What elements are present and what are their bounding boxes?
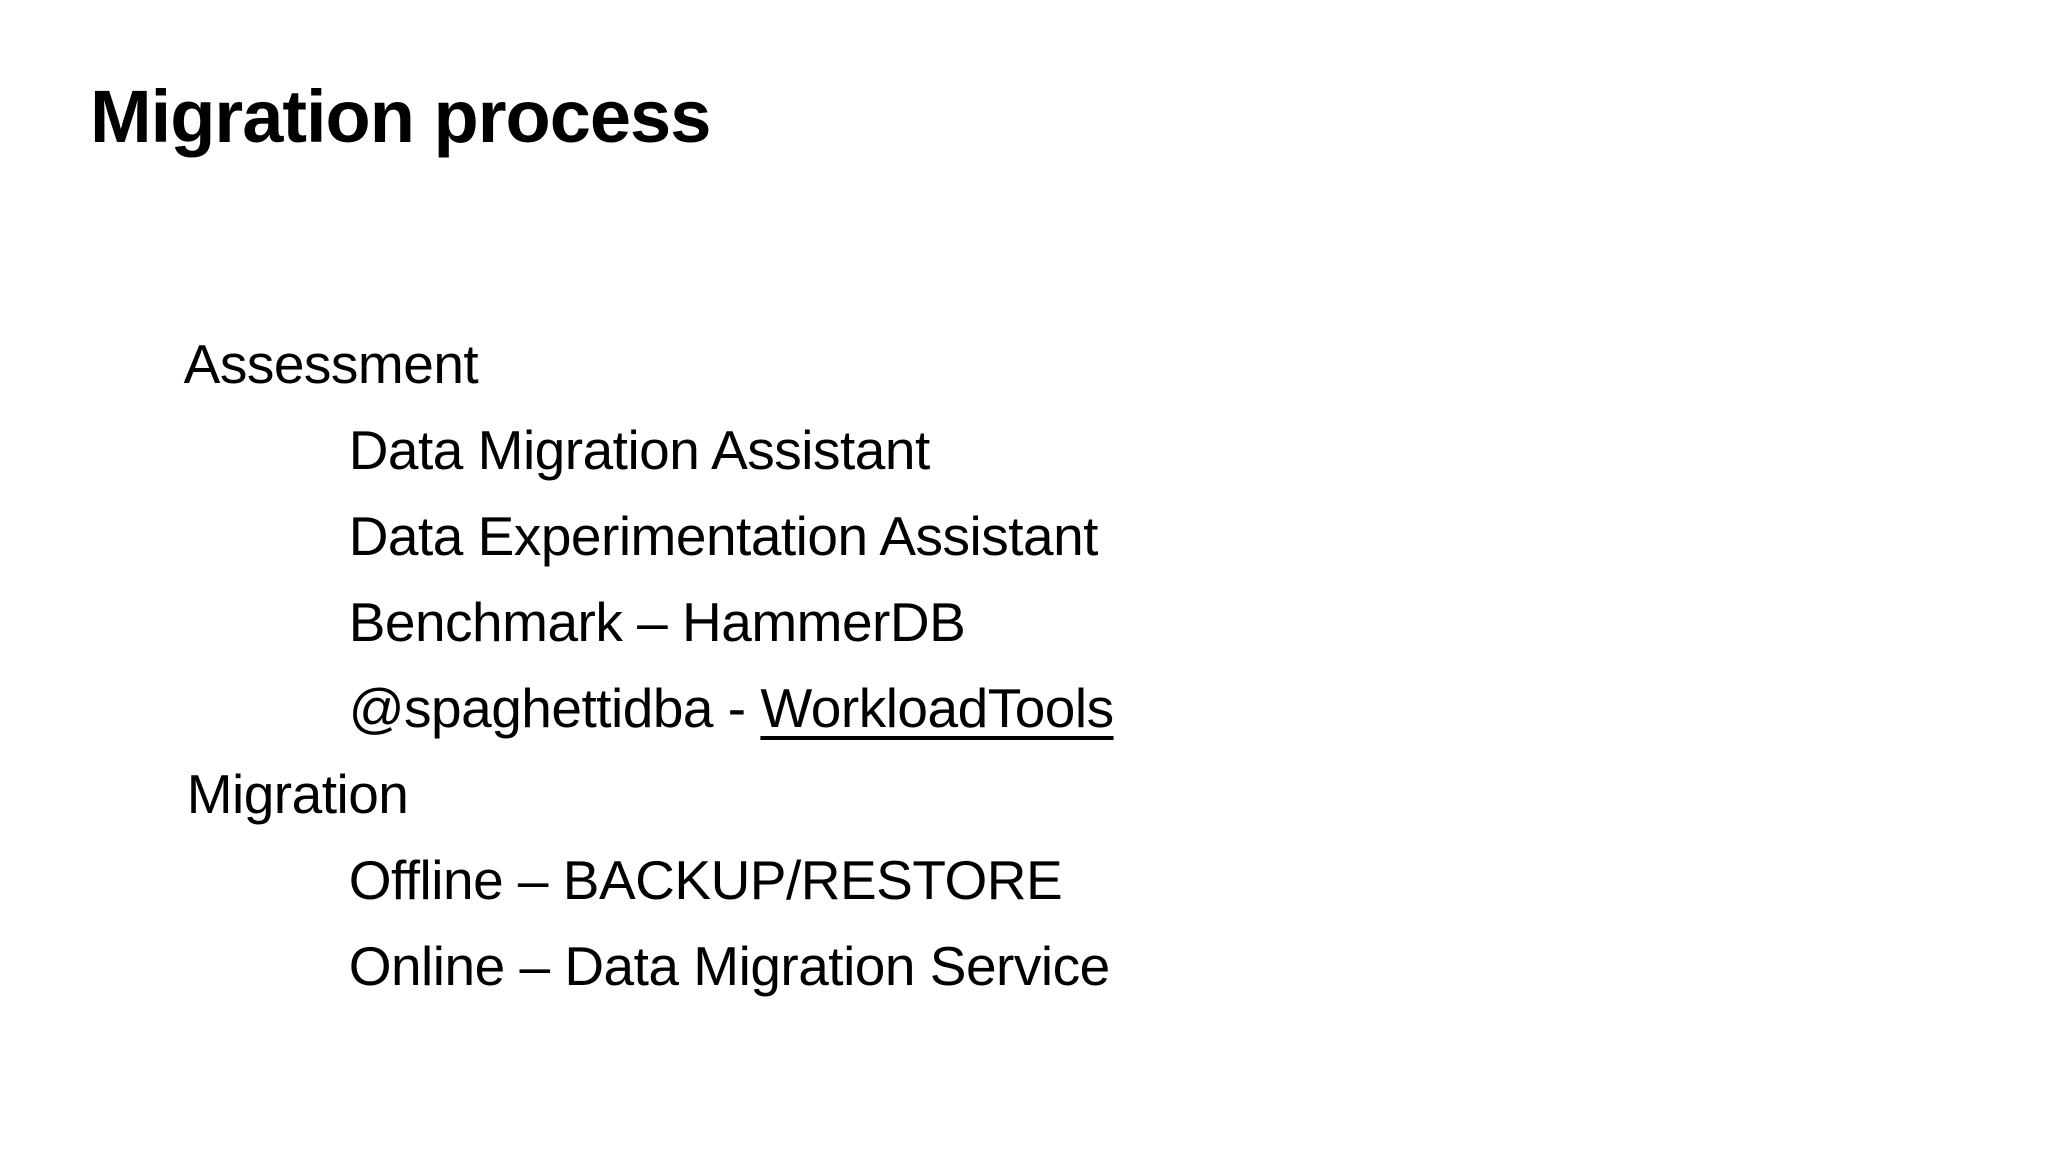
list-item: Benchmark – HammerDB [98,493,1114,653]
item-label: Online – Data Migration Service [348,935,1110,997]
item-label: Data Experimentation Assistant [348,505,1099,567]
item-label: Migration [186,763,409,825]
list-item: @spaghettidba - WorkloadTools [98,579,1114,739]
slide-title: Migration process [90,75,711,158]
outline-list: Assessment Data Migration Assistant Data… [98,235,1114,997]
item-label: Assessment [183,333,479,395]
item-label: Data Migration Assistant [348,419,931,481]
list-item: Migration [98,665,1114,825]
list-item: Data Migration Assistant [98,321,1114,481]
item-label: @spaghettidba - [348,677,761,739]
item-label: Offline – BACKUP/RESTORE [348,849,1063,911]
list-item: Data Experimentation Assistant [98,407,1114,567]
item-label: Benchmark – HammerDB [348,591,966,653]
list-item: Offline – BACKUP/RESTORE [98,751,1114,911]
list-item: Assessment [98,235,1114,395]
workloadtools-link[interactable]: WorkloadTools [760,677,1114,739]
list-item: Online – Data Migration Service [98,837,1114,997]
